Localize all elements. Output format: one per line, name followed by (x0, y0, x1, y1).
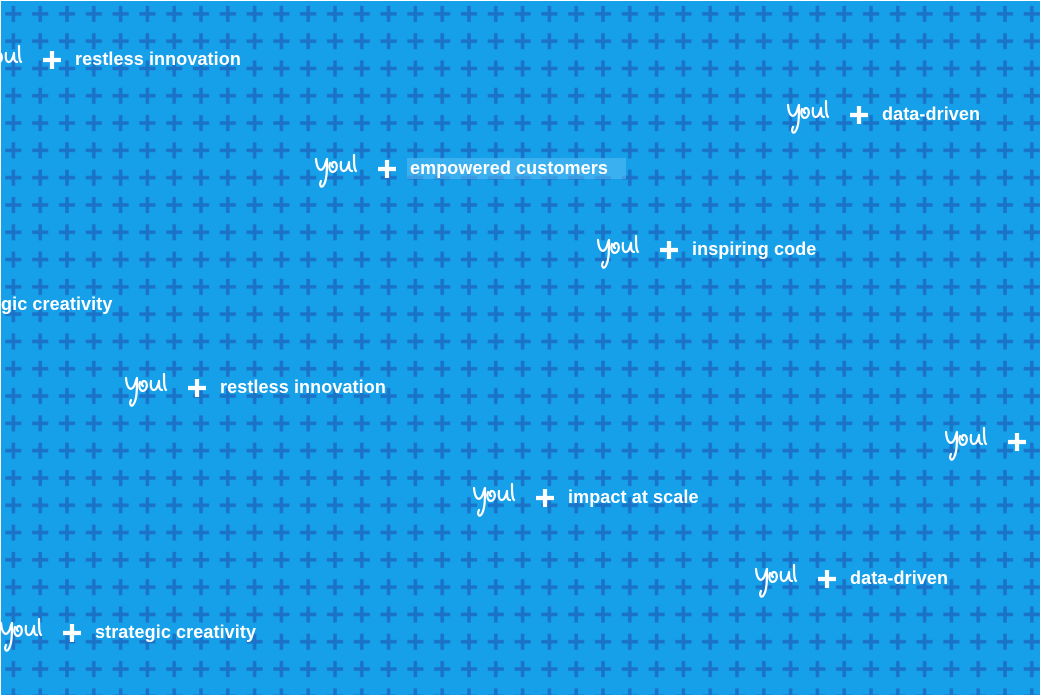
you-script-logo (596, 234, 640, 269)
you-script-logo (314, 153, 358, 188)
you-script-logo (124, 372, 168, 407)
tagline-impact-at-scale: impact at scale (472, 478, 699, 518)
tagline-strategic-creativity: strategic creativity (1, 613, 256, 653)
tagline-text: gic creativity (1, 293, 113, 314)
plus-icon (188, 379, 206, 397)
you-script-logo (944, 426, 988, 461)
tagline-partial-right (944, 422, 1028, 462)
tagline-text: inspiring code (692, 238, 817, 259)
you-script-logo (472, 482, 516, 517)
you-script-logo (1, 44, 23, 64)
tagline-data-driven: data-driven (786, 95, 980, 135)
tagline-strategic-creativity-partial: gic creativity (1, 285, 112, 325)
tagline-text: empowered customers (407, 157, 626, 179)
plus-icon (818, 570, 836, 588)
tagline-data-driven: data-driven (754, 559, 948, 599)
plus-icon (536, 489, 554, 507)
you-script-logo (754, 563, 798, 598)
tagline-text: impact at scale (568, 486, 699, 507)
tagline-empowered-customers: empowered customers (314, 149, 626, 189)
plus-icon (660, 241, 678, 259)
tagline-restless-innovation: restless innovation (1, 40, 241, 80)
plus-icon (63, 624, 81, 642)
tagline-inspiring-code: inspiring code (596, 230, 816, 270)
plus-icon (43, 51, 61, 69)
you-script-logo (786, 99, 830, 134)
plus-icon (378, 160, 396, 178)
tagline-text: restless innovation (220, 376, 386, 397)
tagline-text: data-driven (850, 567, 949, 588)
plus-icon (1008, 433, 1026, 451)
you-script-logo (1, 617, 43, 652)
tagline-text: data-driven (882, 103, 981, 124)
tagline-restless-innovation: restless innovation (124, 368, 386, 408)
tagline-text: strategic creativity (95, 621, 257, 642)
tagline-text: restless innovation (75, 48, 241, 69)
plus-icon (850, 106, 868, 124)
